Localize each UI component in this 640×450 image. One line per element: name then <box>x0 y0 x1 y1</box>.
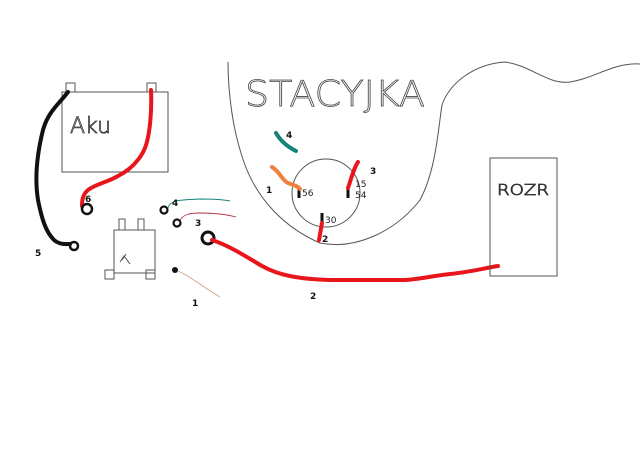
relay-box <box>113 229 156 274</box>
ign-label-1: 1 <box>266 186 272 196</box>
wire-red-main-2 <box>210 238 500 282</box>
battery-neg-terminal <box>65 82 76 93</box>
battery-label: Aku <box>70 114 111 139</box>
terminal-54-label: 54 <box>355 191 367 201</box>
batt-label-6: 6 <box>85 195 91 205</box>
ignition-title: STACYJKA <box>245 74 425 115</box>
wire-thin-orange-1 <box>177 270 221 298</box>
wire-thin-red-3 <box>179 212 237 221</box>
terminal-30-label: 30 <box>325 216 337 226</box>
relay-label-3: 3 <box>195 219 201 229</box>
relay-label-4: 4 <box>172 199 178 209</box>
relay-mount-right <box>145 269 156 280</box>
relay-tab-right <box>137 218 145 231</box>
relay-tab-left <box>118 218 126 231</box>
wire-red-3 <box>346 160 360 190</box>
terminal-56-label: 56 <box>302 189 314 199</box>
ign-label-2: 2 <box>322 235 328 245</box>
ignition-lock-circle <box>291 158 361 228</box>
wire-red-6 <box>80 88 154 208</box>
battery-box <box>61 91 169 173</box>
ring-terminal-5 <box>68 240 80 252</box>
wire-red-2 <box>317 221 324 242</box>
wire-thin-teal-4 <box>167 198 231 209</box>
ring-terminal-6 <box>80 202 94 216</box>
starter-label: ROZR <box>497 181 549 199</box>
ring-terminal-2 <box>200 230 216 246</box>
starter-box <box>489 157 558 277</box>
ign-label-4: 4 <box>286 131 292 141</box>
wire-orange-1 <box>270 165 302 191</box>
terminal-15-label: 15 <box>355 180 366 190</box>
relay-switch-icon <box>119 253 131 265</box>
batt-label-5: 5 <box>35 249 41 259</box>
ring-terminal-3 <box>172 218 182 228</box>
ignition-outline <box>227 61 640 245</box>
terminal-dot-1 <box>172 267 178 273</box>
relay-label-1: 1 <box>192 299 198 309</box>
ring-terminal-4 <box>159 205 169 215</box>
relay-mount-left <box>104 269 115 280</box>
main-label-2: 2 <box>310 292 316 302</box>
wire-black-5 <box>34 90 72 247</box>
ign-label-3: 3 <box>370 167 376 177</box>
wire-teal-4 <box>274 131 298 153</box>
